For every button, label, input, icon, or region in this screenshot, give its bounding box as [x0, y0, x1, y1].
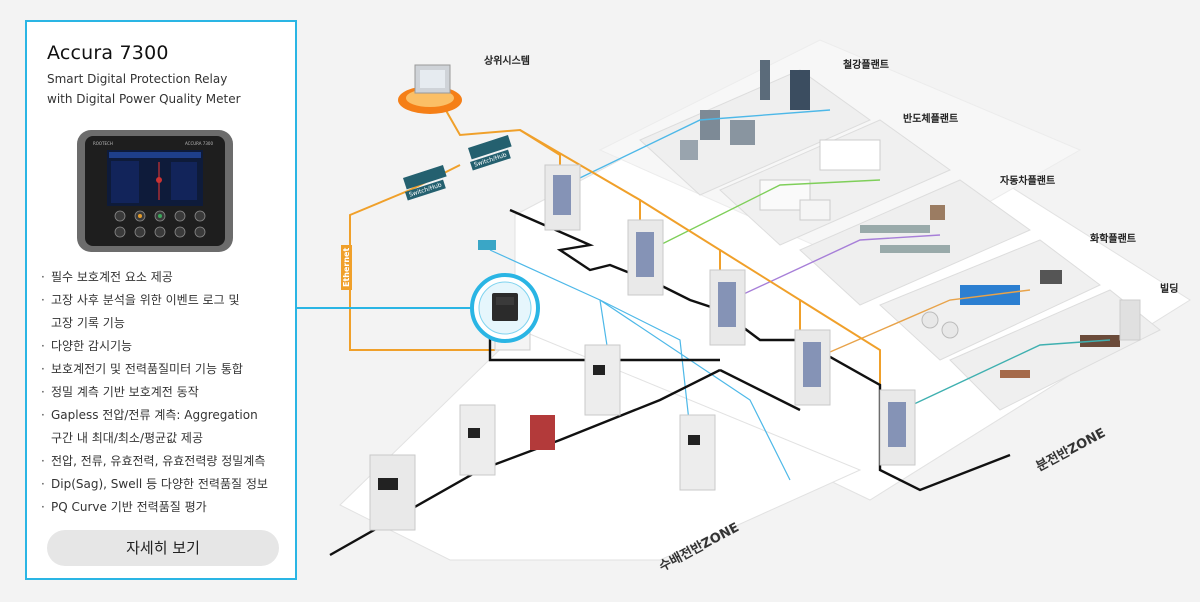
- product-info-panel: Accura 7300 Smart Digital Protection Rel…: [25, 20, 297, 580]
- auto-plant-equipment: [860, 205, 950, 253]
- chem-line: [799, 289, 1031, 366]
- steel-line: [554, 109, 831, 191]
- product-subtitle-line1: Smart Digital Protection Relay: [47, 72, 228, 86]
- feature-item: ·정밀 계측 기반 보호계전 동작: [41, 385, 199, 399]
- steel-plant-label: 철강플랜트: [843, 60, 889, 71]
- device-model: ACCURA 7300: [185, 141, 213, 146]
- feature-item: ·Dip(Sag), Swell 등 다양한 전력품질 정보: [41, 477, 268, 491]
- auto-plant-label: 자동차플랜트: [1000, 176, 1056, 187]
- feature-item: ·필수 보호계전 요소 제공: [41, 270, 173, 284]
- feature-item: ·전압, 전류, 유효전력, 유효전력량 정밀계측: [41, 454, 266, 468]
- building-label: 빌딩: [1160, 284, 1179, 295]
- steel-plant-equipment: [680, 60, 810, 160]
- detail-button[interactable]: 자세히 보기: [47, 530, 279, 566]
- semiconductor-plant-label: 반도체플랜트: [903, 114, 959, 125]
- feature-item: ·PQ Curve 기반 전력품질 평가: [41, 500, 207, 514]
- feature-item: ·보호계전기 및 전력품질미터 기능 통합: [41, 362, 243, 376]
- bldg-line: [879, 339, 1111, 421]
- product-subtitle-line2: with Digital Power Quality Meter: [47, 92, 241, 106]
- network-switches: [403, 135, 512, 250]
- product-title: Accura 7300: [47, 42, 169, 64]
- plant-lines: [554, 109, 1111, 421]
- feature-item: ·다양한 감시기능: [41, 339, 133, 353]
- auto-line: [719, 234, 941, 306]
- upper-system-workstation: [398, 64, 462, 114]
- device-brand: ROOTECH: [93, 141, 113, 146]
- ethernet-label: Ethernet: [341, 244, 352, 290]
- chemical-plant-label: 화학플랜트: [1090, 234, 1136, 245]
- accura-device-image: ROOTECH ACCURA 7300: [77, 130, 233, 252]
- upper-system-label: 상위시스템: [484, 56, 530, 67]
- receiving-panels: [369, 319, 716, 531]
- receiving-comm-lines: [489, 249, 791, 481]
- distribution-panels: [544, 164, 916, 466]
- semi-line: [639, 179, 881, 256]
- building-equipment: [1000, 299, 1141, 378]
- highlighted-accura-device[interactable]: [470, 273, 540, 343]
